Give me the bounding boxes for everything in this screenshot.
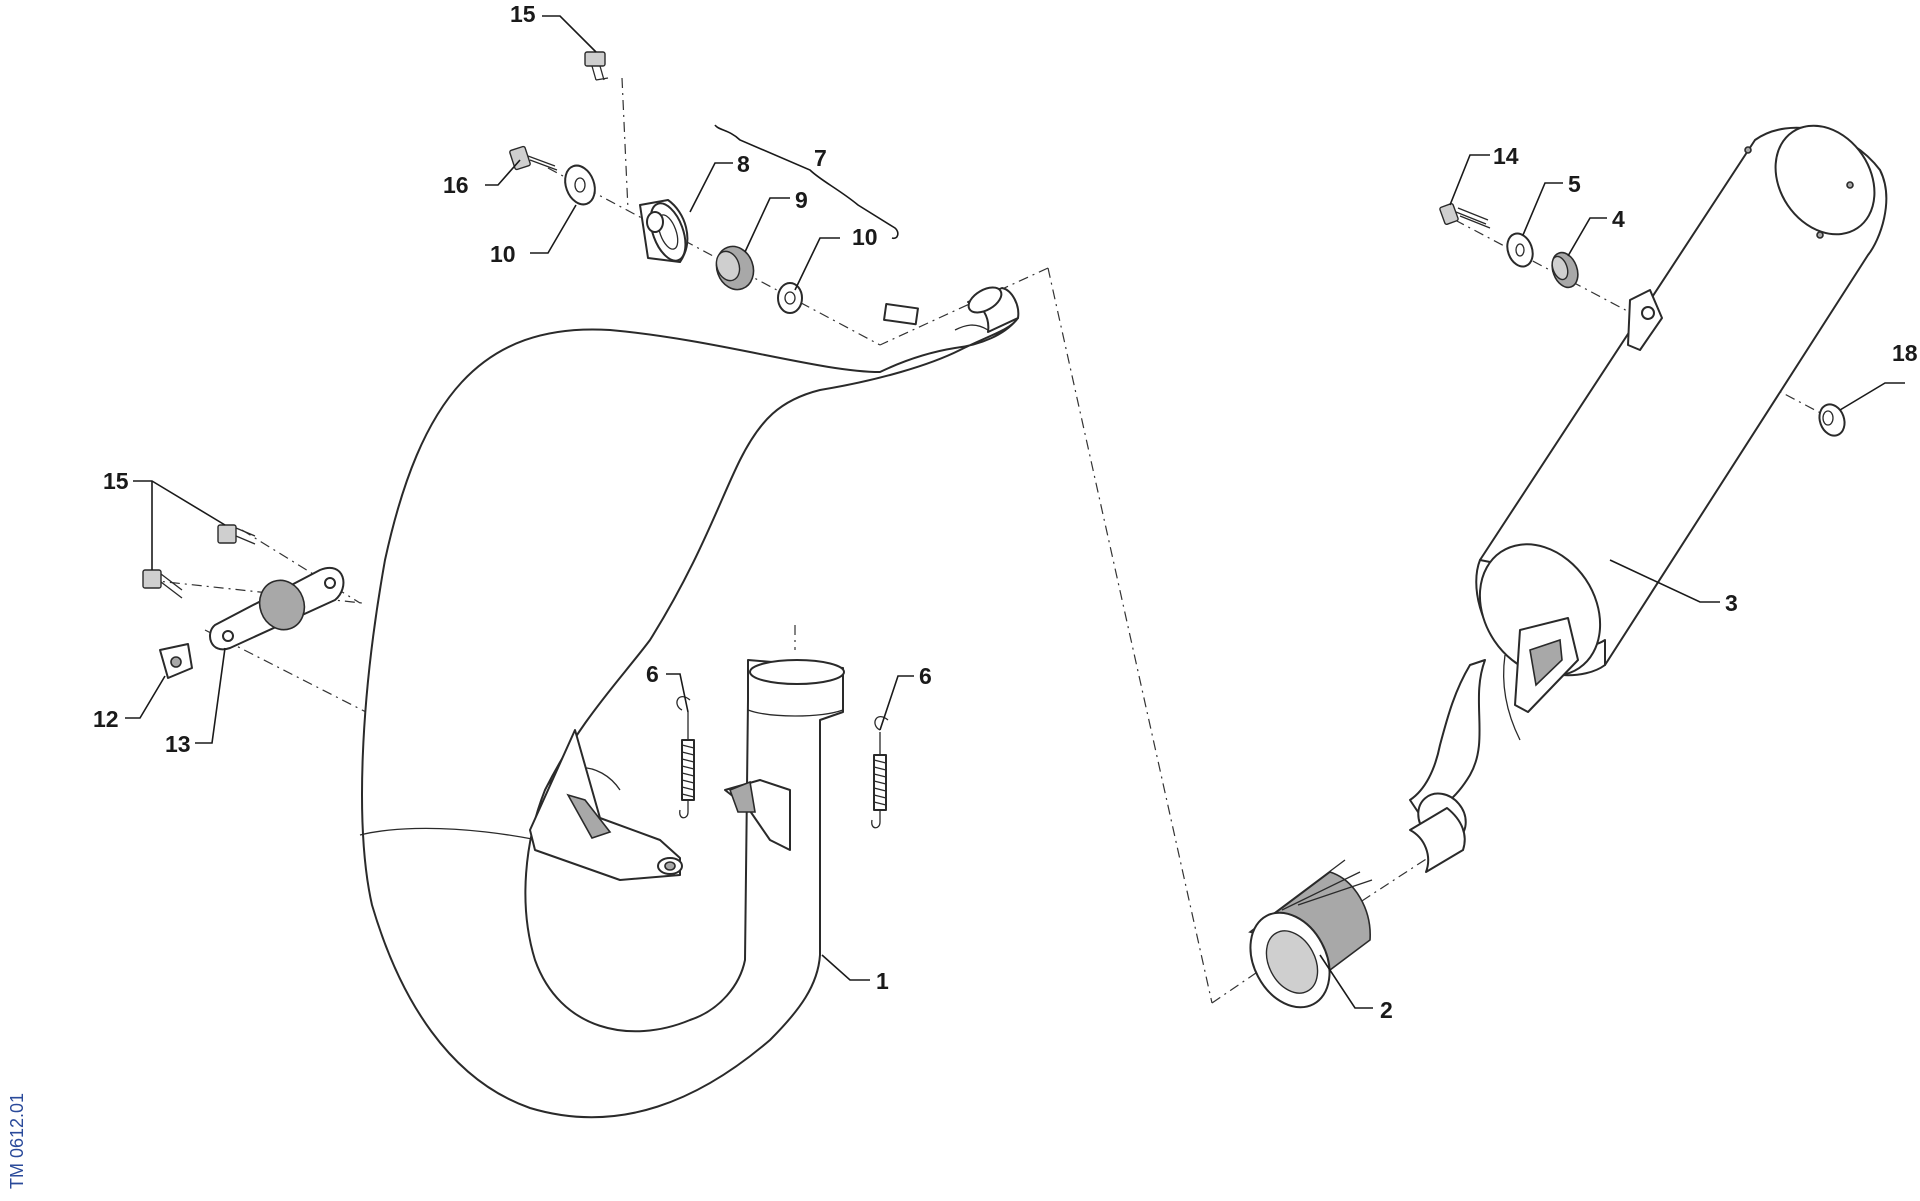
front-mount-fixings xyxy=(142,524,345,679)
callout-13: 13 xyxy=(165,731,191,757)
bush-18 xyxy=(1818,403,1846,437)
silencer-fixings xyxy=(1439,203,1846,437)
washer-5 xyxy=(1506,232,1534,268)
exhaust-expansion-chamber xyxy=(359,286,1020,1119)
grommet-4 xyxy=(1551,251,1579,289)
plate-13 xyxy=(209,567,345,651)
callout-5: 5 xyxy=(1568,171,1581,197)
callout-7: 7 xyxy=(814,145,827,171)
callout-10: 10 xyxy=(852,224,878,250)
callout-8: 8 xyxy=(737,151,750,177)
clip-nut-12 xyxy=(159,643,193,679)
callout-12: 12 xyxy=(93,706,119,732)
callouts: 15 16 10 8 7 9 10 14 5 4 18 3 2 1 15 12 … xyxy=(93,1,1918,1023)
callout-9: 9 xyxy=(795,187,808,213)
callout-1: 1 xyxy=(876,968,889,994)
leader-lines xyxy=(125,15,1905,1009)
callout-2: 2 xyxy=(1380,997,1393,1023)
callout-6-left: 6 xyxy=(646,661,659,687)
callout-15-top: 15 xyxy=(510,1,536,27)
callout-14: 14 xyxy=(1493,143,1519,169)
callout-4: 4 xyxy=(1612,206,1625,232)
screw-15-upper xyxy=(217,524,256,545)
callout-18: 18 xyxy=(1892,340,1918,366)
screw-15-top xyxy=(584,51,609,81)
grommet-9 xyxy=(715,245,755,291)
rubber-sleeve xyxy=(1248,859,1373,1009)
rear-mount-fixings xyxy=(509,51,899,314)
callout-16: 16 xyxy=(443,172,469,198)
callout-11: 10 xyxy=(490,241,516,267)
bush-10 xyxy=(777,282,803,314)
screw-15-lower xyxy=(142,569,183,599)
silencer xyxy=(1409,124,1888,873)
spring-right xyxy=(871,716,889,829)
spring-left xyxy=(676,696,695,819)
screw-16 xyxy=(509,145,558,171)
bracket-8 xyxy=(639,199,689,263)
callout-6-right: 6 xyxy=(919,663,932,689)
document-code: TM 0612.01 xyxy=(7,1092,27,1190)
callout-15-left: 15 xyxy=(103,468,129,494)
washer-11 xyxy=(564,164,596,206)
callout-3: 3 xyxy=(1725,590,1738,616)
screw-14 xyxy=(1439,203,1491,229)
